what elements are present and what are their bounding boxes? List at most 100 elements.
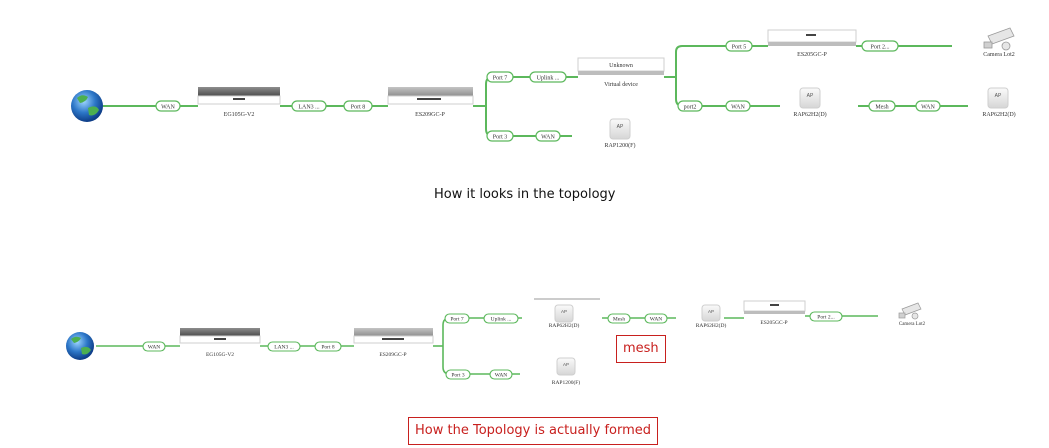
- port-pill[interactable]: WAN: [915, 100, 941, 112]
- device-es205[interactable]: ES205GC-P: [743, 300, 806, 326]
- router-top-icon: [198, 87, 280, 96]
- svg-text:Port 8: Port 8: [351, 104, 366, 110]
- link-virtual-es205: [675, 45, 768, 77]
- port-pill[interactable]: Uplink ...: [483, 313, 519, 324]
- port-pill[interactable]: Port 7: [486, 71, 514, 83]
- port-pill[interactable]: Port 7: [444, 313, 470, 324]
- svg-text:AP: AP: [807, 93, 814, 99]
- device-label: ES209GC-P: [379, 352, 406, 358]
- port-pill[interactable]: LAN3 ...: [267, 341, 301, 352]
- svg-text:AP: AP: [563, 362, 569, 367]
- svg-text:Port 5: Port 5: [732, 44, 747, 50]
- device-label: ES209GC-P: [415, 112, 445, 118]
- switch-top-icon: [354, 328, 433, 336]
- device-rap-mid[interactable]: AP RAP62H2(D): [793, 87, 827, 118]
- svg-text:WAN: WAN: [650, 317, 663, 323]
- svg-text:Mesh: Mesh: [613, 317, 625, 323]
- svg-text:WAN: WAN: [495, 373, 508, 379]
- device-label: Camera Lot2: [899, 322, 926, 327]
- device-es205[interactable]: ES205GC-P: [767, 29, 857, 58]
- port-pill[interactable]: Port 2...: [861, 40, 899, 52]
- device-camera[interactable]: Camera Lot2: [898, 302, 926, 327]
- device-rap-right[interactable]: AP RAP62H2(D): [982, 87, 1016, 118]
- top-diagram-caption: How it looks in the topology: [434, 187, 616, 202]
- device-label: ES205GC-P: [797, 52, 827, 58]
- device-label: EG105G-V2: [224, 112, 255, 118]
- device-label: RAP62H2(D): [696, 322, 727, 329]
- switch-top-icon: [388, 87, 473, 96]
- svg-text:Port 3: Port 3: [493, 134, 508, 140]
- device-label: EG105G-V2: [206, 352, 234, 358]
- svg-text:WAN: WAN: [541, 134, 555, 140]
- port-pill[interactable]: Mesh: [607, 313, 631, 324]
- port-pill[interactable]: LAN3 ...: [291, 100, 327, 112]
- router-top-icon: [180, 328, 260, 336]
- device-virtual[interactable]: Unknown Virtual device: [577, 57, 665, 88]
- bottom-diagram-caption: How the Topology is actually formed: [408, 417, 659, 445]
- svg-text:Port 2...: Port 2...: [817, 315, 835, 321]
- device-label: Virtual device: [604, 82, 638, 88]
- svg-text:Port 7: Port 7: [493, 75, 508, 81]
- svg-text:AP: AP: [617, 124, 624, 130]
- port-pill[interactable]: Mesh: [868, 100, 896, 112]
- svg-text:Uplink ...: Uplink ...: [537, 75, 560, 81]
- device-es209[interactable]: ES209GC-P: [387, 87, 474, 118]
- svg-text:AP: AP: [708, 309, 714, 314]
- svg-text:Port 2...: Port 2...: [870, 44, 890, 50]
- device-label: RAP1200(F): [552, 379, 581, 386]
- device-rap1200[interactable]: AP RAP1200(F): [604, 118, 636, 149]
- device-label: Camera Lot2: [983, 52, 1015, 58]
- port-pill[interactable]: Port 2...: [809, 311, 843, 322]
- port-pill[interactable]: WAN: [725, 100, 751, 112]
- svg-text:WAN: WAN: [161, 104, 175, 110]
- port-pill[interactable]: WAN: [142, 341, 166, 352]
- port-pill[interactable]: Port 3: [445, 369, 471, 380]
- svg-text:Mesh: Mesh: [875, 104, 888, 110]
- port-pill[interactable]: WAN: [155, 100, 181, 112]
- access-point-icon: [799, 87, 821, 109]
- port-pill[interactable]: WAN: [644, 313, 668, 324]
- device-eg105g[interactable]: EG105G-V2: [179, 328, 261, 358]
- svg-text:WAN: WAN: [731, 104, 745, 110]
- device-eg105g[interactable]: EG105G-V2: [197, 87, 281, 118]
- port-pill[interactable]: Port 5: [725, 40, 753, 52]
- port-pill[interactable]: Port 3: [486, 130, 514, 142]
- bottom-port-pills: WAN LAN3 ... Port 8 Port 7 Uplink ... Me…: [142, 311, 843, 380]
- svg-text:LAN3 ...: LAN3 ...: [274, 345, 294, 351]
- port-pill[interactable]: Uplink ...: [529, 71, 567, 83]
- svg-text:LAN3 ...: LAN3 ...: [298, 104, 320, 110]
- mesh-annotation: mesh: [616, 335, 666, 363]
- device-es209[interactable]: ES209GC-P: [353, 328, 434, 358]
- device-label: RAP62H2(D): [982, 111, 1015, 118]
- port-pill[interactable]: WAN: [535, 130, 561, 142]
- svg-text:AP: AP: [995, 93, 1002, 99]
- virtual-device-header: Unknown: [609, 63, 633, 69]
- svg-text:Uplink ...: Uplink ...: [491, 317, 512, 323]
- svg-text:Port 3: Port 3: [451, 373, 465, 379]
- device-label: ES205GC-P: [760, 320, 787, 326]
- svg-text:Port 7: Port 7: [450, 317, 464, 323]
- port-pill[interactable]: port2: [677, 100, 703, 112]
- svg-text:port2: port2: [684, 104, 697, 110]
- access-point-icon: [554, 304, 574, 323]
- top-topology: EG105G-V2 ES209GC-P Unknown Virtual devi…: [71, 27, 1016, 149]
- device-rap-first[interactable]: AP RAP62H2(D): [534, 298, 600, 329]
- access-point-icon: [556, 357, 576, 376]
- top-port-pills: WAN LAN3 ... Port 8 Port 7 Uplink ... Po…: [155, 40, 941, 142]
- internet-globe-icon: [71, 90, 103, 122]
- port-pill[interactable]: Port 8: [314, 341, 342, 352]
- access-point-icon: [701, 304, 721, 322]
- device-rap-second[interactable]: AP RAP62H2(D): [696, 304, 727, 329]
- svg-text:WAN: WAN: [148, 345, 161, 351]
- device-label: RAP62H2(D): [549, 322, 580, 329]
- device-label: RAP1200(F): [604, 142, 635, 149]
- device-camera[interactable]: Camera Lot2: [983, 27, 1015, 58]
- access-point-icon: [987, 87, 1009, 109]
- internet-globe-icon: [66, 332, 94, 360]
- port-pill[interactable]: Port 8: [343, 100, 373, 112]
- bottom-topology: EG105G-V2 ES209GC-P AP RAP62H2(D) AP RAP…: [66, 298, 926, 386]
- camera-icon: [983, 27, 1015, 51]
- device-rap1200[interactable]: AP RAP1200(F): [552, 357, 581, 386]
- port-pill[interactable]: WAN: [489, 369, 513, 380]
